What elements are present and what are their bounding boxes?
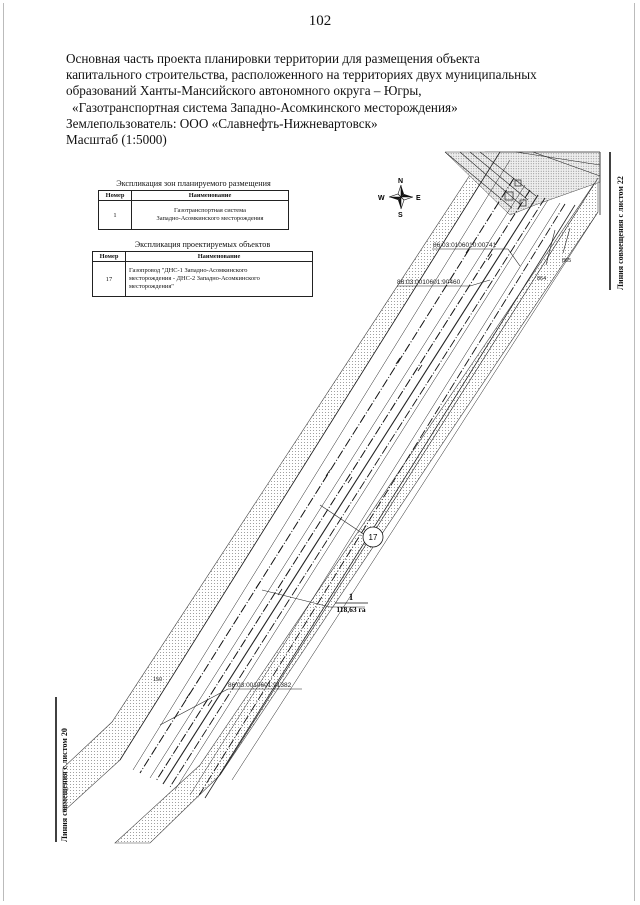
land-user-line: Землепользователь: ООО «Славнефть-Нижнев… [66,115,378,131]
document-header: Основная часть проекта планировки террит… [66,51,546,148]
zone-number-label: 1 [349,592,354,602]
table-header-row: Номер Наименование [98,190,289,201]
corridor-lines [119,151,601,799]
match-line-left-label: Линия совмещения с листом 20 [60,728,69,842]
parcel-label: 86:03:0010601:90460 [397,279,461,286]
table-row: 1 Газотранспортная система Западно-Асомк… [98,200,289,230]
header-line: Основная часть проекта планировки террит… [66,51,480,66]
point-label: 864 [537,276,546,282]
zones-table: Номер Наименование 1 Газотранспортная си… [98,190,289,230]
header-line: «Газотранспортная система Западно-Асомки… [72,99,458,115]
compass-rose [388,184,414,210]
objects-table-title: Экспликация проектируемых объектов [134,240,271,249]
pipeline-arrows [185,246,493,707]
cell-name-line: месторождения - ДНС-2 Западно-Асомкинско… [129,274,260,282]
compass-w-label: W [378,195,385,202]
table-header-row: Номер Наименование [92,251,313,262]
column-header: Наименование [131,190,289,201]
cell-name-line: Газотранспортная система [173,207,246,214]
objects-table: Номер Наименование 17 Газопровод "ДНС-1 … [92,251,313,297]
cell-name-line: Газопровод "ДНС-1 Западно-Асомкинского [129,266,248,274]
cell-name: Газотранспортная система Западно-Асомкин… [131,200,289,230]
cell-name-line: месторождения" [129,283,174,291]
point-label: 865 [562,258,571,264]
column-header: Наименование [125,251,313,262]
page-number: 102 [308,13,332,29]
scale-line: Масштаб (1:5000) [66,132,167,148]
parcel-label: 86:03:0010601:91382 [228,682,292,689]
compass-n-label: N [398,178,403,185]
cell-number: 1 [98,200,132,230]
page-border [3,3,635,901]
zones-explication: Экспликация зон планируемого размещения … [98,179,289,230]
point-label: 150 [153,677,162,683]
object-callout-label: 17 [369,533,378,542]
column-header: Номер [98,190,132,201]
objects-explication: Экспликация проектируемых объектов Номер… [92,240,313,297]
header-line: капитального строительства, расположенно… [66,67,537,83]
cell-name-line: Западно-Асомкинского месторождения [156,215,264,222]
match-line-right-label: Линия совмещения с листом 22 [616,176,625,290]
table-row: 17 Газопровод "ДНС-1 Западно-Асомкинског… [92,261,313,297]
leader-lines [159,227,571,726]
cell-number: 17 [92,261,126,297]
compass-s-label: S [398,212,403,219]
zones-table-title: Экспликация зон планируемого размещения [116,179,271,188]
zone-area-label: 118,63 га [336,605,365,614]
cell-name: Газопровод "ДНС-1 Западно-Асомкинского м… [125,261,313,297]
parcel-label: 86:03:0106010:00741 [433,242,497,249]
column-header: Номер [92,251,126,262]
object-callout-circle [362,526,384,548]
compass-e-label: E [416,195,421,202]
header-line: образований Ханты-Мансийского автономног… [66,83,422,99]
